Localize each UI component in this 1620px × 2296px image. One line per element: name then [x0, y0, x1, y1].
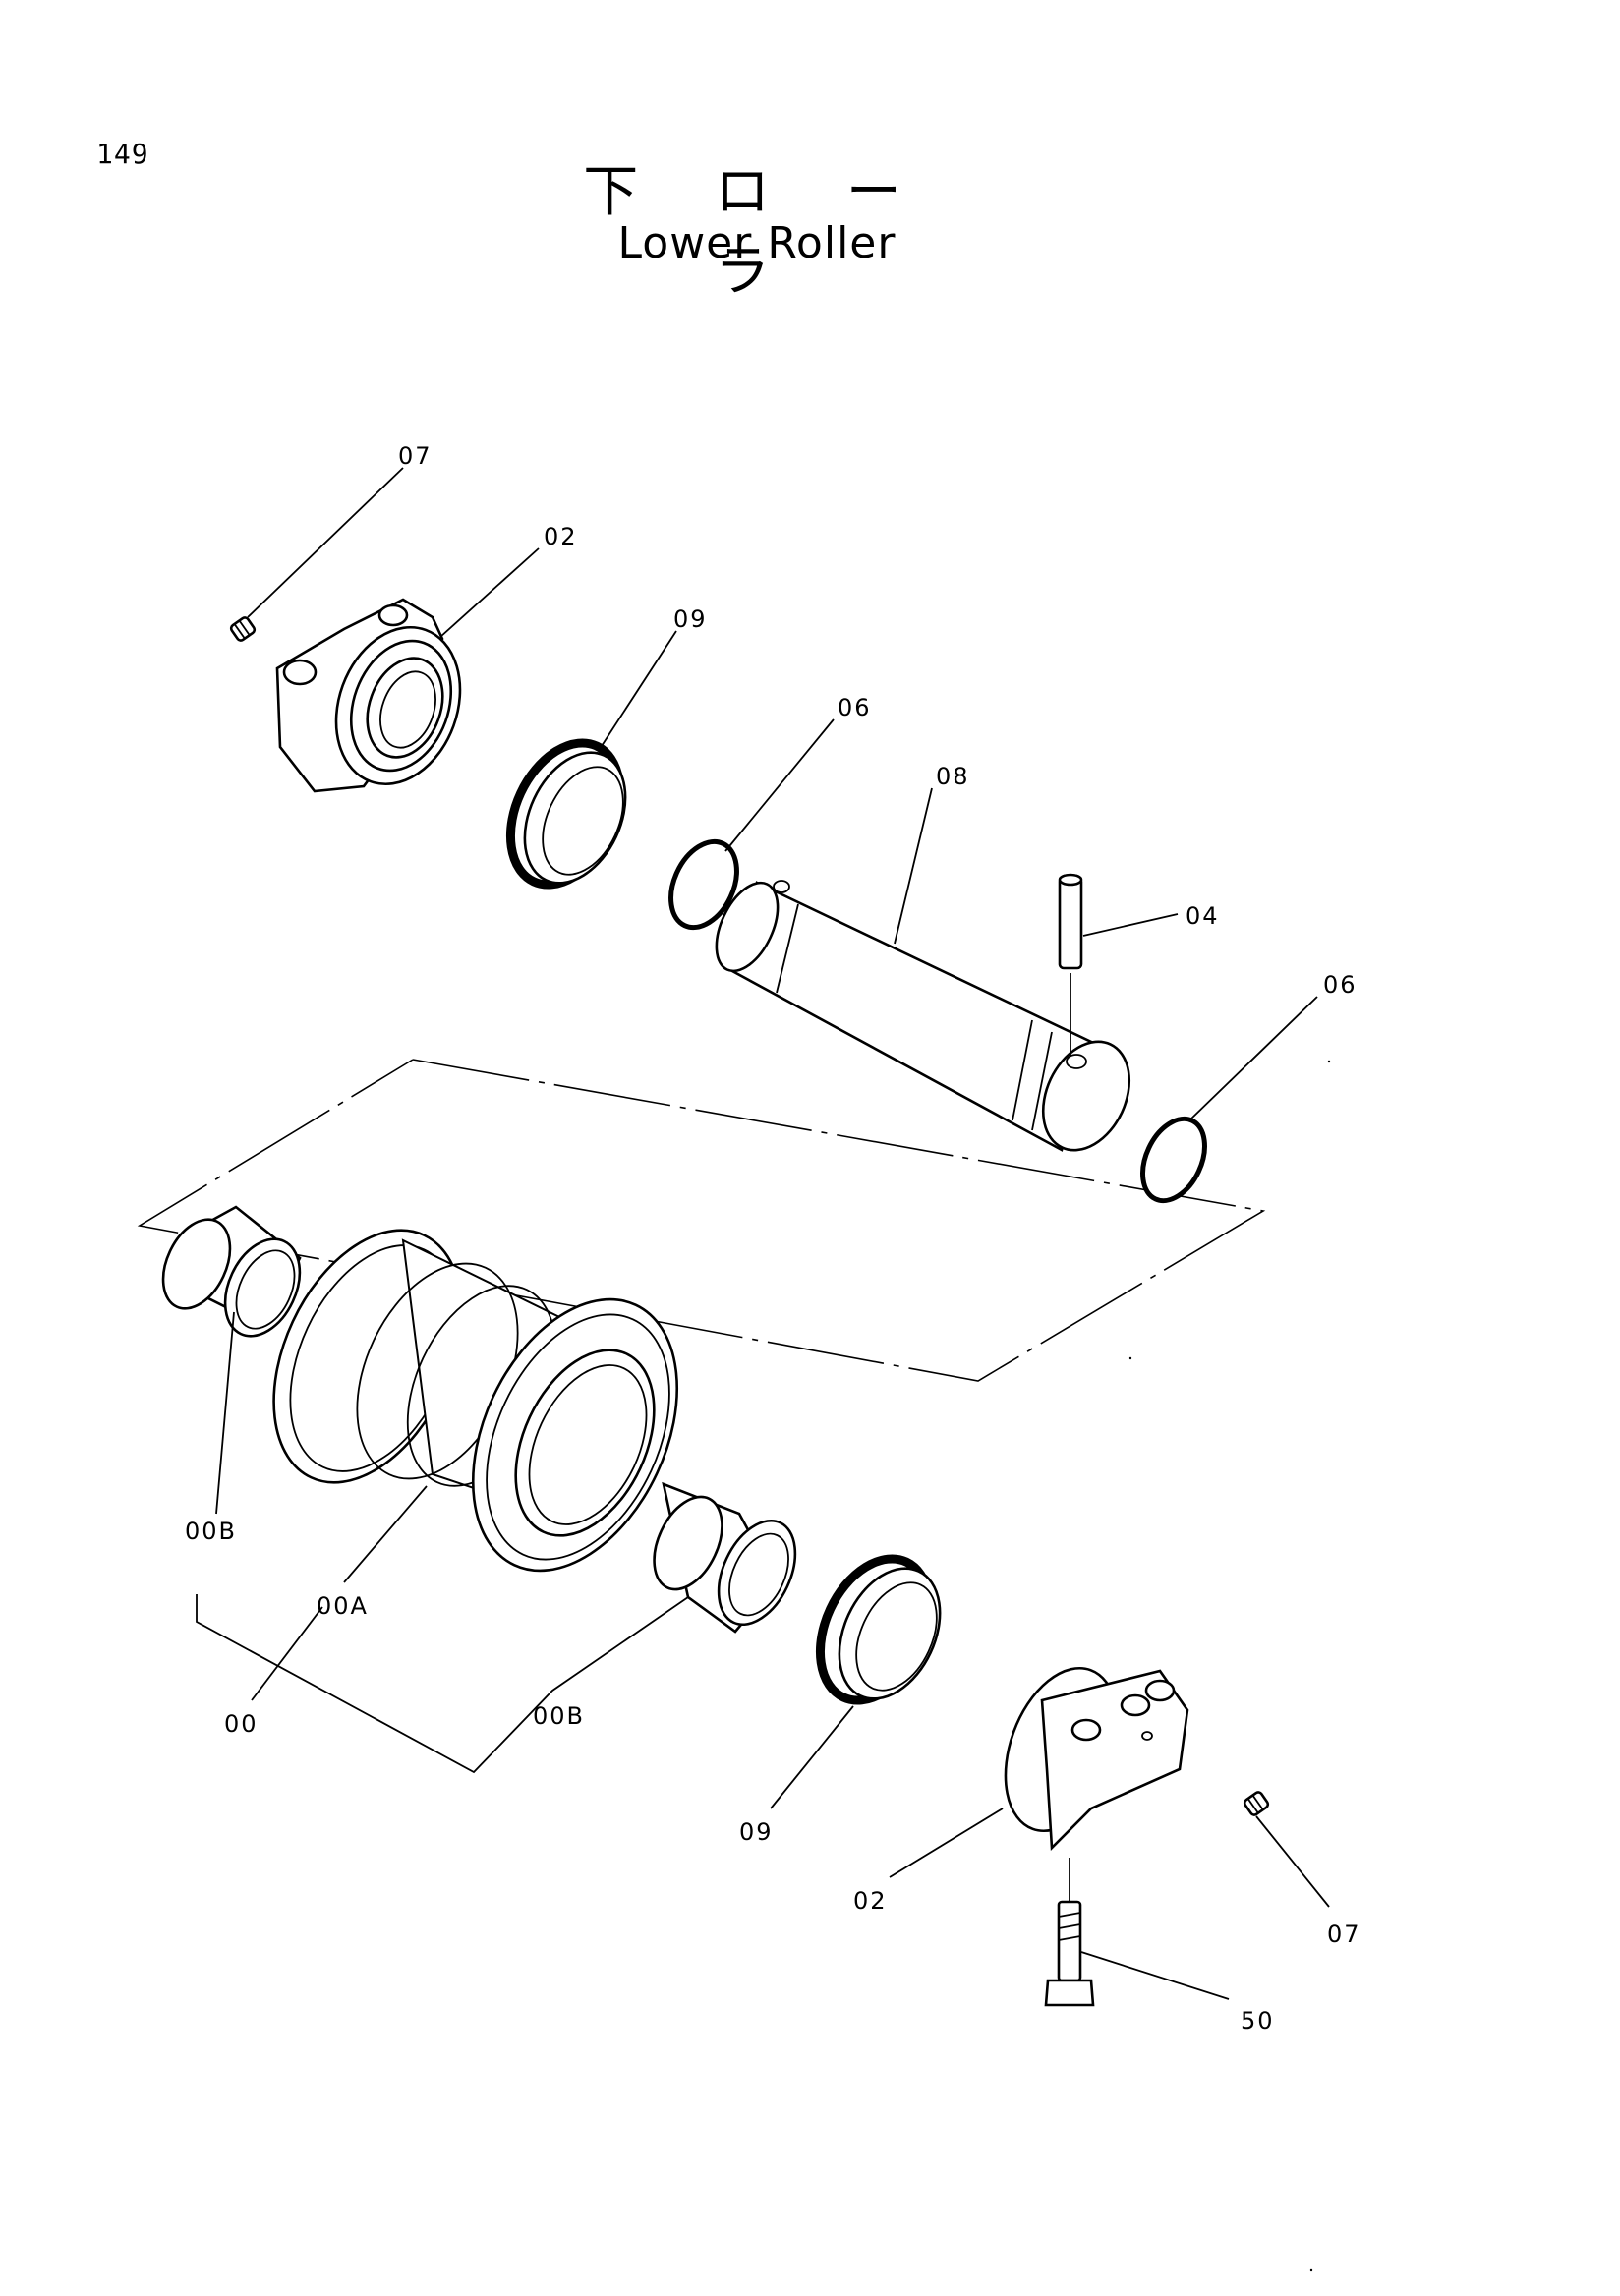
o-ring-icon	[1140, 1116, 1207, 1204]
callout-02-bottom: 02	[853, 1887, 888, 1915]
title-japanese: 下 ロ ー ラ	[583, 160, 931, 304]
scan-speck	[1309, 2268, 1313, 2272]
shaft-icon	[715, 880, 1131, 1152]
callout-00B-left: 00B	[185, 1518, 237, 1545]
callout-08: 08	[936, 763, 970, 790]
oil-plug-icon	[229, 616, 257, 642]
callout-00B-bottom: 00B	[533, 1702, 585, 1730]
bolt-icon	[1044, 1858, 1095, 2007]
callout-02-top: 02	[544, 523, 578, 550]
page-number: 149	[96, 138, 149, 170]
callout-06-right: 06	[1323, 971, 1358, 999]
bushing-icon	[161, 1205, 302, 1338]
o-ring-icon	[668, 838, 739, 931]
scan-speck	[1327, 1060, 1331, 1063]
callout-09-top: 09	[673, 605, 708, 633]
oil-plug-icon	[1243, 1791, 1270, 1816]
title-english: Lower Roller	[617, 218, 897, 268]
floating-seal-icon	[815, 1554, 942, 1705]
callout-06-left: 06	[838, 694, 872, 721]
roller-body-icon	[272, 1229, 679, 1573]
callout-09-bottom: 09	[739, 1818, 774, 1846]
callout-00: 00	[224, 1710, 259, 1738]
callout-07-bottom: 07	[1327, 1921, 1361, 1948]
callout-04: 04	[1186, 902, 1220, 930]
bushing-icon	[653, 1481, 797, 1634]
assembly-outline	[137, 1059, 1266, 1382]
collar-icon	[275, 598, 462, 793]
floating-seal-icon	[505, 738, 627, 890]
leader-lines	[196, 467, 1330, 2000]
scan-speck	[1128, 1356, 1132, 1360]
callout-50: 50	[1241, 2007, 1275, 2035]
callout-07-top: 07	[398, 442, 433, 470]
pin-icon	[1058, 873, 1083, 1057]
collar-icon	[1004, 1666, 1189, 1851]
callout-00A: 00A	[317, 1592, 369, 1620]
